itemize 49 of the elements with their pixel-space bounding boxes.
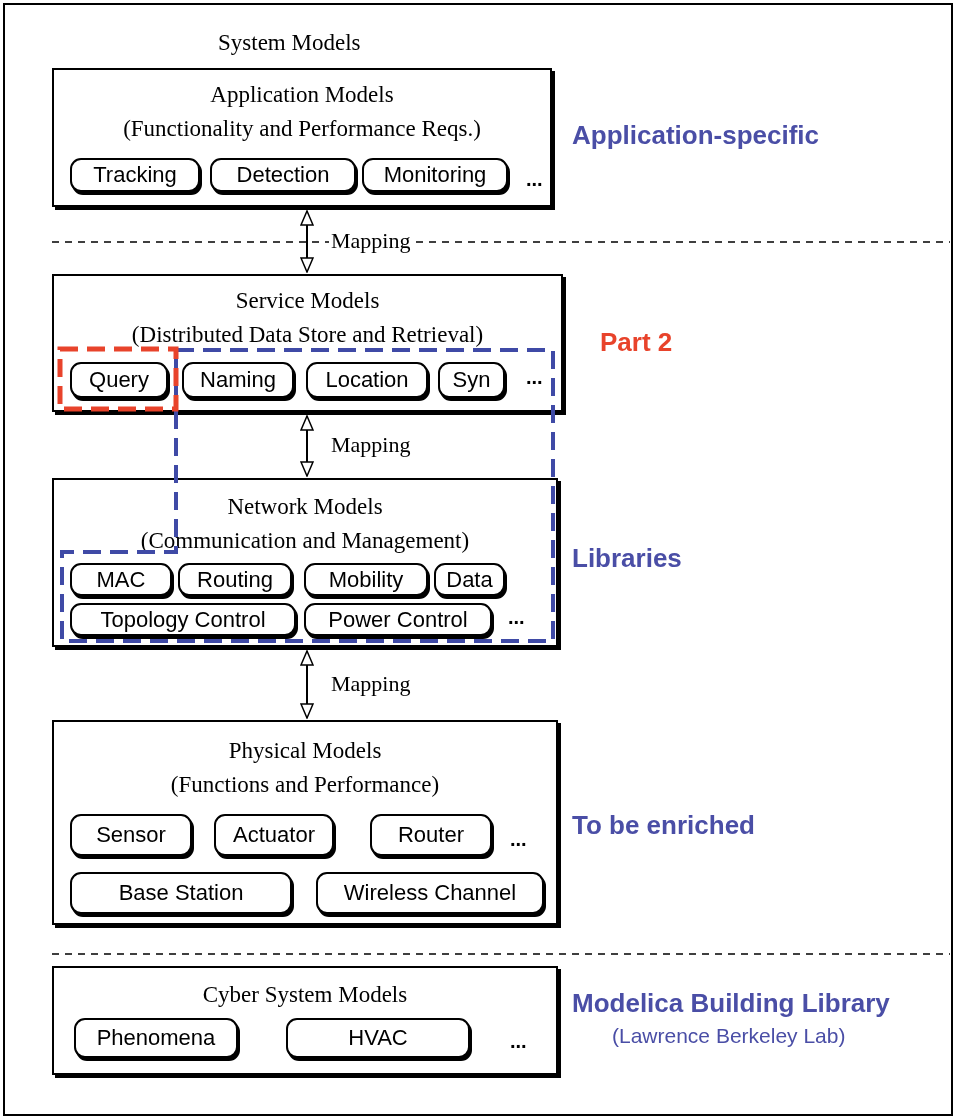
module-tag: Routing	[178, 563, 292, 596]
module-tag: Syn	[438, 362, 505, 398]
double-arrow	[300, 415, 314, 477]
module-tag: Wireless Channel	[316, 872, 544, 914]
ellipsis: ...	[510, 828, 527, 851]
box-subtitle: (Communication and Management)	[139, 528, 471, 554]
box-heading: Physical Models	[227, 738, 383, 764]
module-tag: Detection	[210, 158, 356, 192]
diagram-title: System Models	[218, 30, 361, 56]
module-tag: Topology Control	[70, 603, 296, 636]
ellipsis: ...	[526, 168, 543, 191]
model-box	[52, 274, 563, 412]
module-tag: Sensor	[70, 814, 192, 856]
model-box	[52, 720, 558, 925]
side-label: To be enriched	[572, 810, 755, 841]
ellipsis: ...	[508, 606, 525, 629]
side-label: Application-specific	[572, 120, 820, 151]
side-label: Libraries	[572, 543, 682, 574]
box-heading: Application Models	[209, 82, 395, 108]
box-heading: Cyber System Models	[201, 982, 409, 1008]
double-arrow	[300, 650, 314, 719]
model-box	[52, 966, 558, 1075]
module-tag: Query	[70, 362, 168, 398]
module-tag: Location	[306, 362, 428, 398]
module-tag: HVAC	[286, 1018, 470, 1058]
module-tag: Data	[434, 563, 505, 596]
ellipsis: ...	[510, 1030, 527, 1053]
box-subtitle: (Functions and Performance)	[169, 772, 441, 798]
module-tag: Tracking	[70, 158, 200, 192]
box-subtitle: (Functionality and Performance Reqs.)	[122, 116, 482, 142]
source-note: (Lawrence Berkeley Lab)	[612, 1024, 846, 1048]
module-tag: Monitoring	[362, 158, 508, 192]
module-tag: Actuator	[214, 814, 334, 856]
module-tag: Phenomena	[74, 1018, 238, 1058]
ellipsis: ...	[526, 366, 543, 389]
box-heading: Service Models	[234, 288, 381, 314]
side-label: Modelica Building Library	[572, 988, 890, 1019]
module-tag: Power Control	[304, 603, 492, 636]
model-box	[52, 478, 558, 647]
double-arrow	[300, 210, 314, 273]
module-tag: Router	[370, 814, 492, 856]
box-heading: Network Models	[226, 494, 384, 520]
module-tag: MAC	[70, 563, 172, 596]
box-subtitle: (Distributed Data Store and Retrieval)	[130, 322, 485, 348]
model-box	[52, 68, 552, 207]
part-label: Part 2	[600, 327, 673, 358]
module-tag: Base Station	[70, 872, 292, 914]
module-tag: Mobility	[304, 563, 428, 596]
module-tag: Naming	[182, 362, 294, 398]
